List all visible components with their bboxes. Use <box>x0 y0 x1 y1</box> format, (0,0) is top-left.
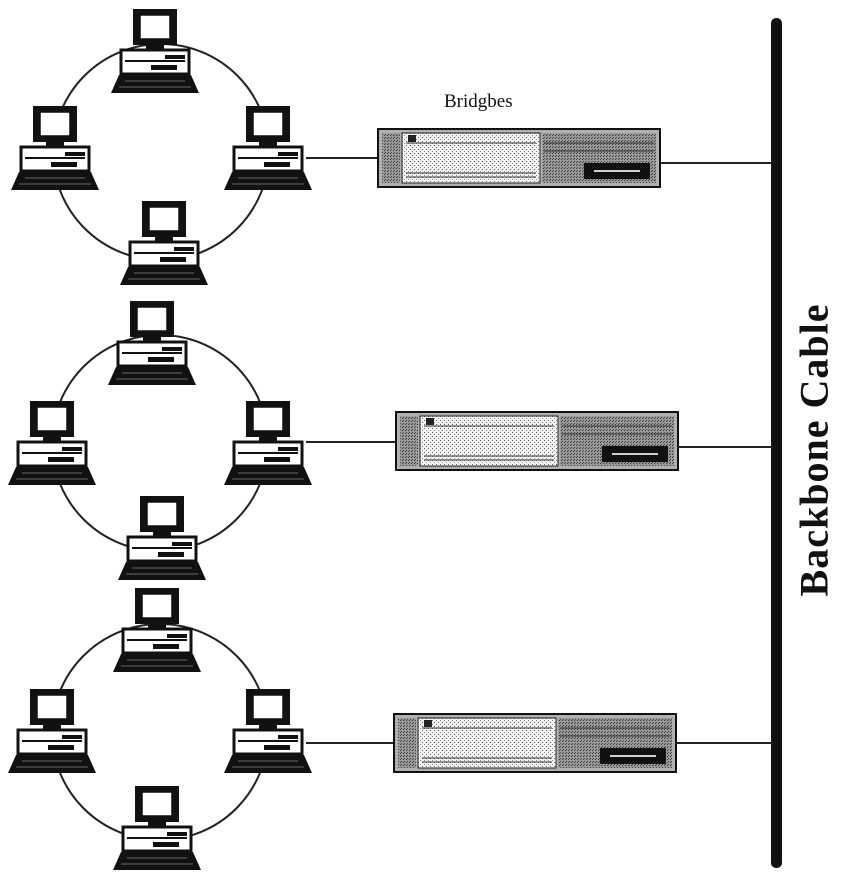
bridge-3 <box>393 713 677 773</box>
ring-3 <box>6 586 772 872</box>
ring-2 <box>6 299 772 582</box>
ring-1-computer-left <box>9 104 101 192</box>
ring-1-computer-right <box>222 104 314 192</box>
bridges-label: Bridgbes <box>444 91 513 112</box>
ring-1 <box>9 7 772 287</box>
ring-1-computer-bottom <box>118 199 210 287</box>
ring-3-computer-bottom <box>111 784 203 872</box>
bridge-1 <box>377 128 661 188</box>
ring-2-computer-right <box>222 399 314 487</box>
ring-2-computer-left <box>6 399 98 487</box>
backbone-cable <box>771 18 782 868</box>
ring-2-computer-bottom <box>116 494 208 582</box>
bridge-2 <box>395 411 679 471</box>
ring-3-computer-top <box>111 586 203 674</box>
ring-3-computer-right <box>222 687 314 775</box>
backbone-cable-label: Backbone Cable <box>791 303 837 597</box>
ring-2-computer-top <box>106 299 198 387</box>
ring-3-computer-left <box>6 687 98 775</box>
ring-1-computer-top <box>109 7 201 95</box>
